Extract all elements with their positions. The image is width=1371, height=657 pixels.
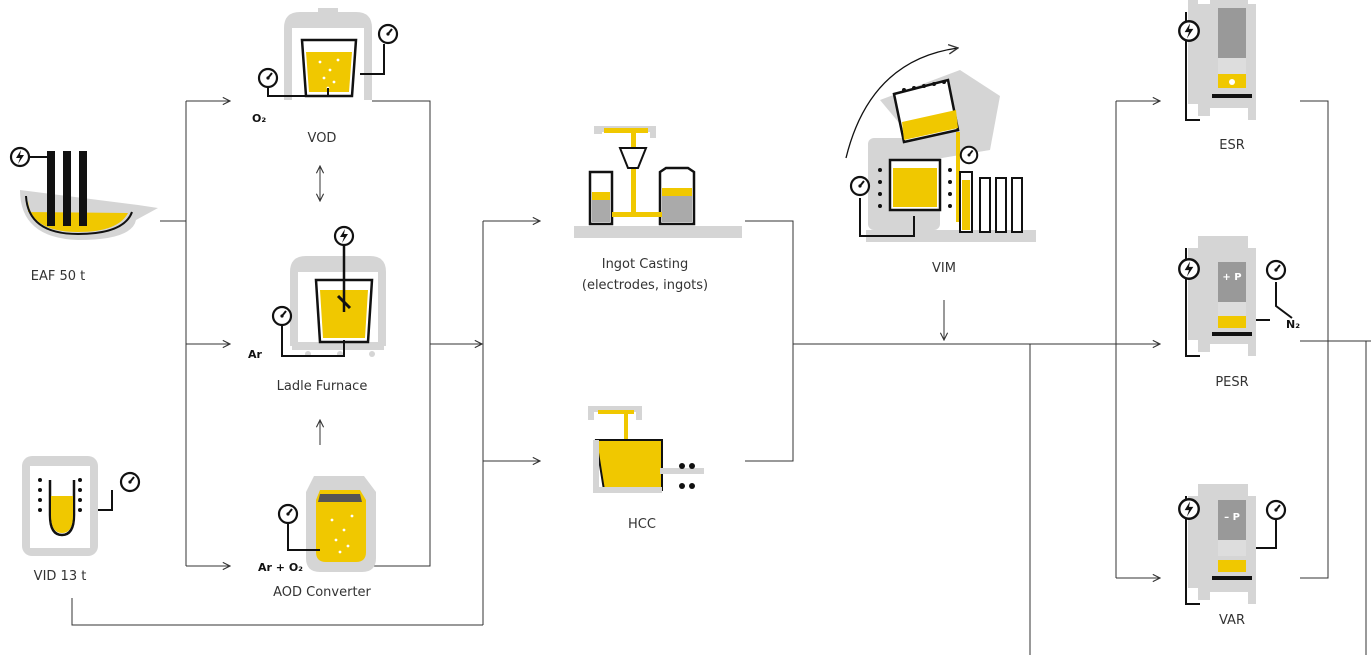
eaf-label: EAF 50 t xyxy=(31,269,86,284)
flow-lines xyxy=(71,101,1371,655)
power-icon xyxy=(9,146,31,168)
hcc-label: HCC xyxy=(628,517,656,532)
pesr-unit-icon: + P xyxy=(1178,236,1293,357)
var-electrode-mark: – P xyxy=(1224,512,1240,523)
pesr-gas-label: N₂ xyxy=(1286,318,1300,331)
vim-furnace-icon xyxy=(845,48,1036,242)
gauge-icon xyxy=(959,145,979,165)
esr-label: ESR xyxy=(1219,138,1245,153)
vim-label: VIM xyxy=(932,261,956,276)
vod-gas-label: O₂ xyxy=(252,112,266,125)
ingot-casting-label-line1: Ingot Casting xyxy=(602,257,689,272)
pesr-electrode-mark: + P xyxy=(1222,272,1241,283)
vod-vessel-icon xyxy=(257,8,399,100)
pesr-label: PESR xyxy=(1215,375,1248,390)
var-label: VAR xyxy=(1219,613,1245,628)
power-icon xyxy=(1178,498,1200,520)
aod-converter-icon xyxy=(277,476,376,572)
ladle-label: Ladle Furnace xyxy=(277,379,368,394)
eaf-furnace-icon xyxy=(9,146,158,240)
gauge-icon xyxy=(1265,259,1287,281)
power-icon xyxy=(333,225,355,247)
power-icon xyxy=(1178,258,1200,280)
vid-vessel-icon xyxy=(22,456,141,556)
ladle-gas-label: Ar xyxy=(248,348,263,361)
aod-label: AOD Converter xyxy=(273,585,371,600)
vid-label: VID 13 t xyxy=(34,569,87,584)
gauge-icon xyxy=(849,175,871,197)
gauge-icon xyxy=(277,503,299,525)
aod-gas-label: Ar + O₂ xyxy=(258,561,303,574)
hcc-caster-icon xyxy=(588,406,704,493)
var-unit-icon: – P xyxy=(1178,484,1287,605)
gauge-icon xyxy=(377,23,399,45)
gauge-icon xyxy=(271,305,293,327)
power-icon xyxy=(1178,20,1200,42)
ladle-furnace-icon xyxy=(271,225,386,357)
gauge-icon xyxy=(257,67,279,89)
vod-label: VOD xyxy=(308,131,337,146)
esr-unit-icon xyxy=(1178,0,1256,121)
gauge-icon xyxy=(1265,499,1287,521)
ingot-casting-label-line2: (electrodes, ingots) xyxy=(582,278,708,293)
gauge-icon xyxy=(119,471,141,493)
ingot-casting-icon xyxy=(574,126,742,238)
